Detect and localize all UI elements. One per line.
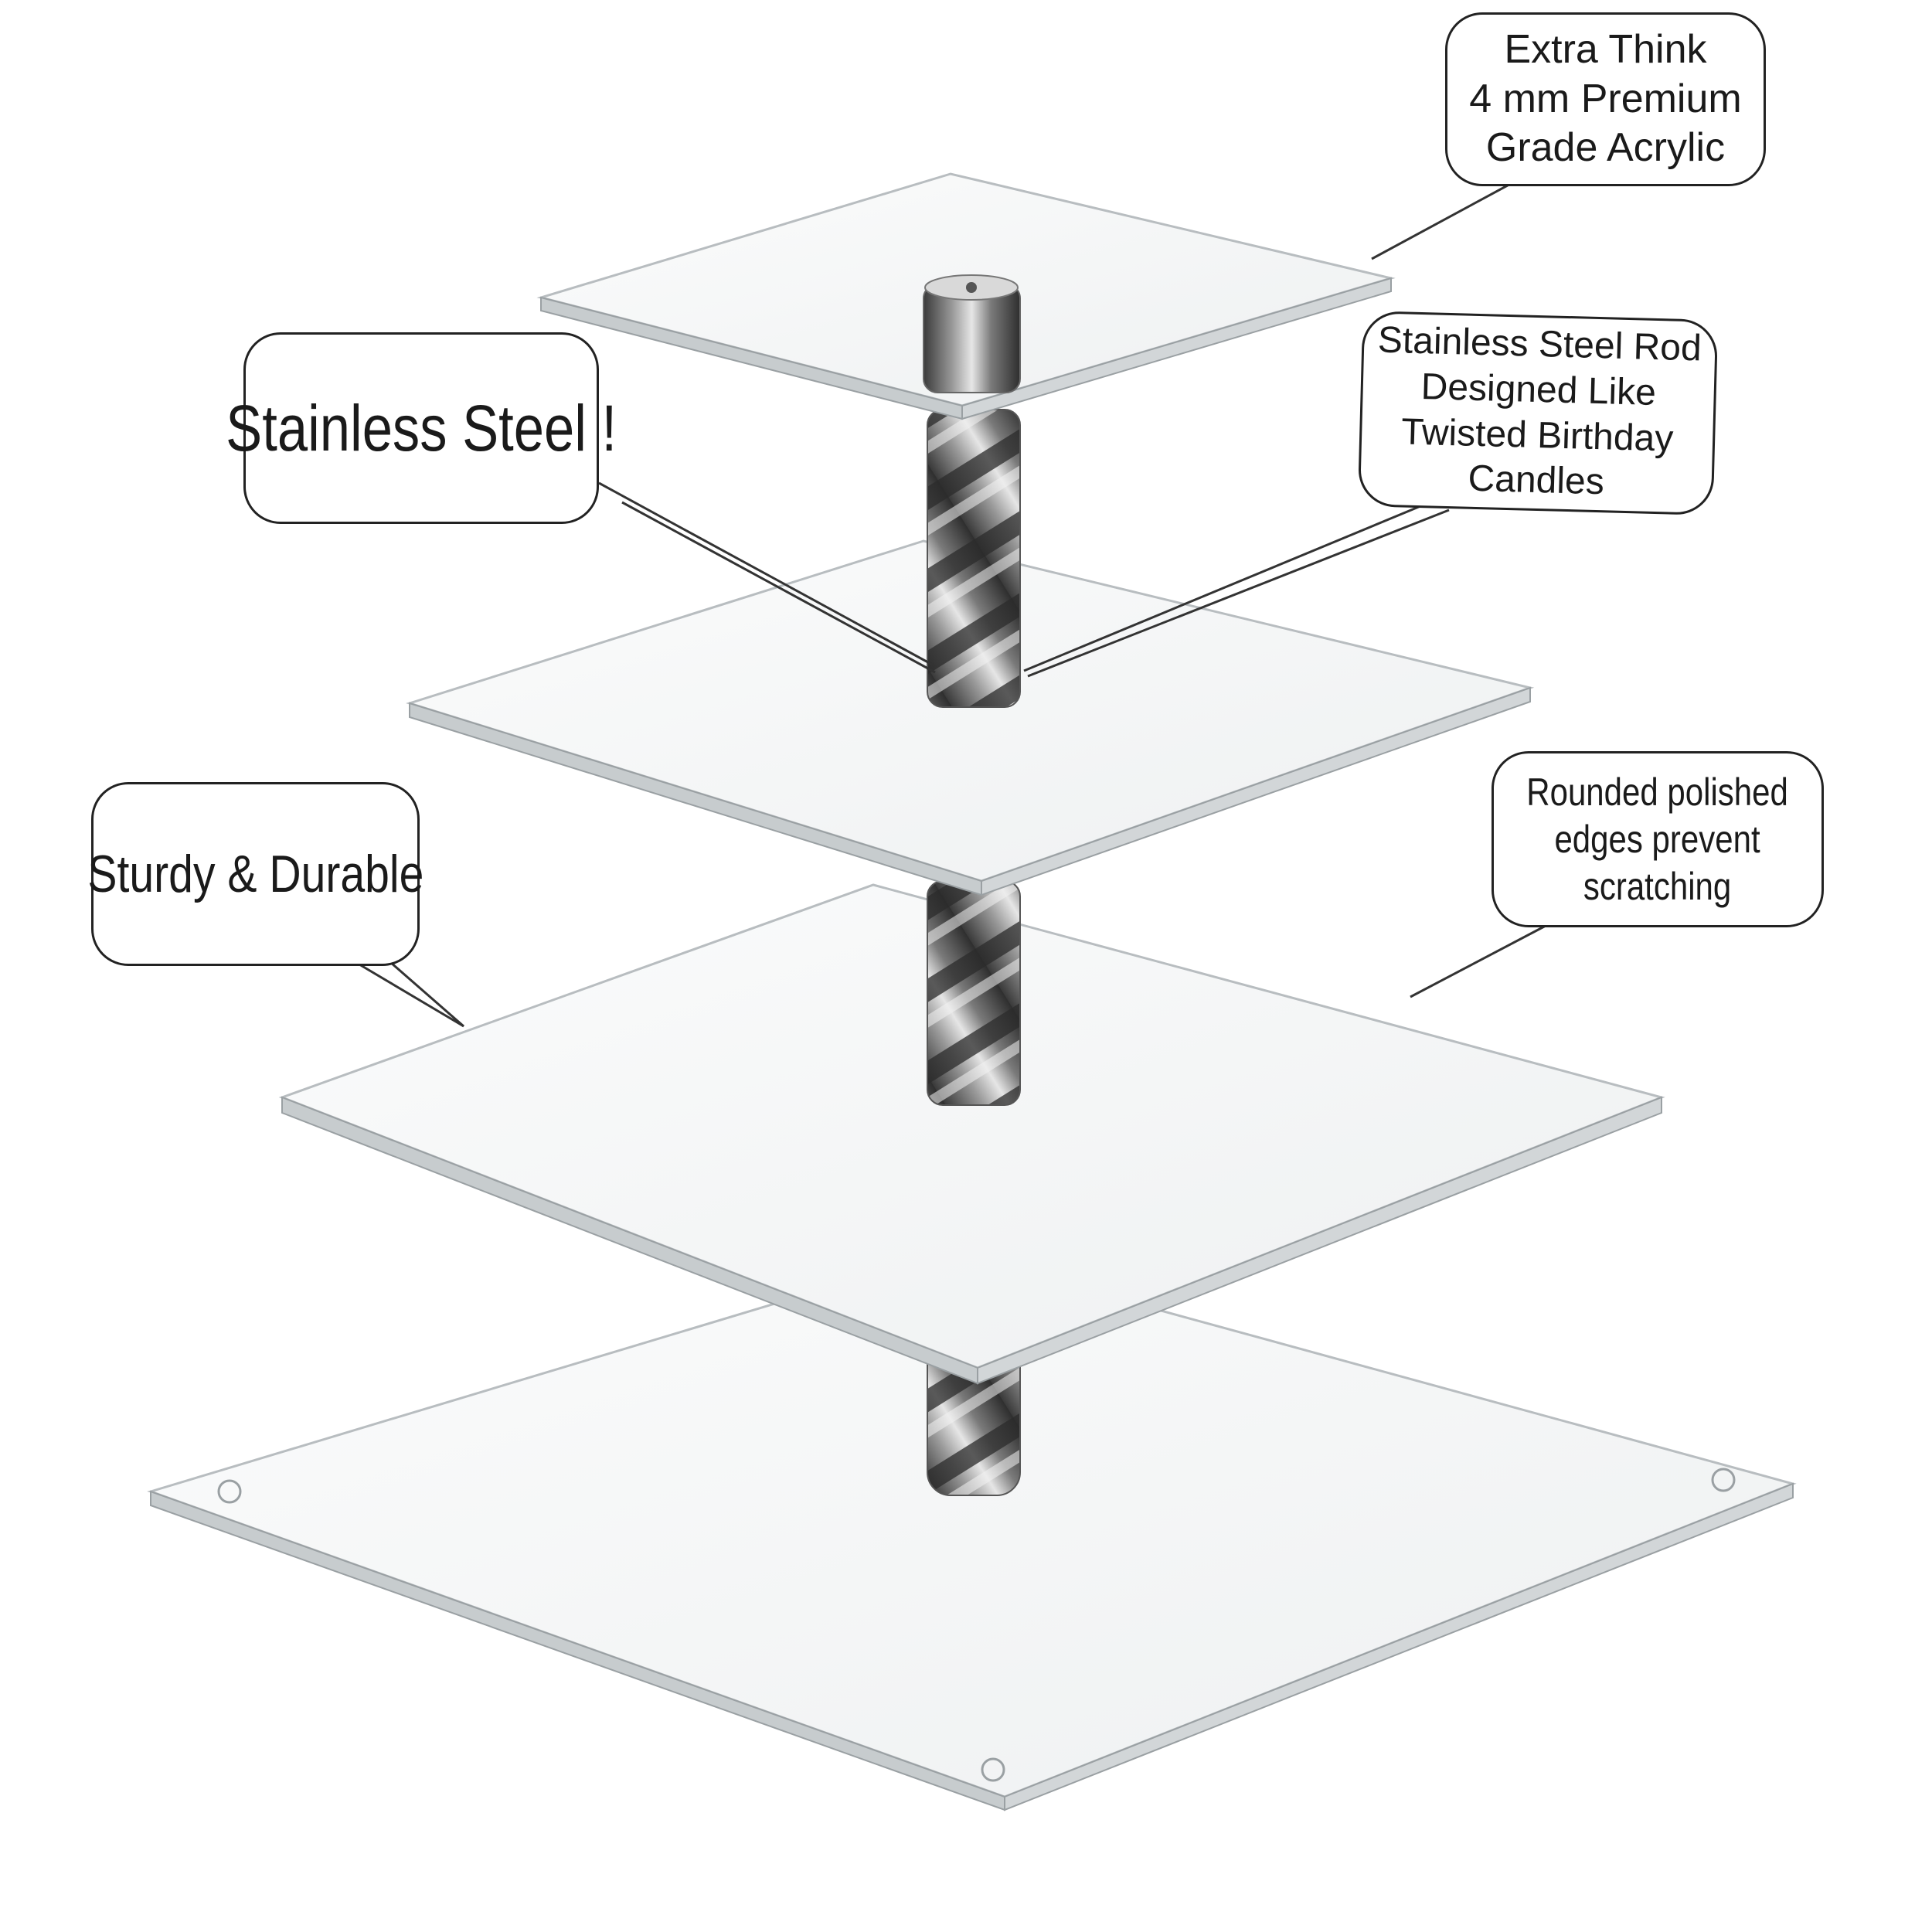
callout-stainless-steel: Stainless Steel ! xyxy=(226,332,617,524)
callout-rod-line-3: Twisted Birthday xyxy=(1400,410,1674,460)
leader-steel xyxy=(598,481,936,668)
callout-acrylic-thickness: Extra Think 4 mm Premium Grade Acrylic xyxy=(1445,12,1766,186)
callout-sturdy-text: Sturdy & Durable xyxy=(87,844,423,903)
steel-rod-segment-2 xyxy=(927,409,1021,708)
callout-rounded-edges: Rounded polished edges prevent scratchin… xyxy=(1492,751,1824,927)
callout-rod-line-1: Stainless Steel Rod xyxy=(1377,319,1702,369)
callout-edges-line-3: scratching xyxy=(1583,864,1732,908)
steel-rod-cap xyxy=(923,274,1021,393)
leader-acrylic xyxy=(1371,180,1515,260)
callout-twisted-rod: Stainless Steel Rod Designed Like Twiste… xyxy=(1357,311,1719,515)
callout-edges-line-1: Rounded polished xyxy=(1526,770,1789,814)
callout-sturdy-durable: Sturdy & Durable xyxy=(87,782,423,966)
acrylic-tier-2 xyxy=(405,539,1535,896)
leader-sturdy-2 xyxy=(389,961,464,1028)
callout-edges-line-2: edges prevent xyxy=(1554,817,1761,861)
callout-acrylic-line-3: Grade Acrylic xyxy=(1485,125,1726,171)
callout-leader-lines xyxy=(355,180,1546,1028)
leader-edges xyxy=(1410,924,1546,998)
callout-acrylic-line-2: 4 mm Premium xyxy=(1469,76,1742,121)
leader-sturdy xyxy=(355,961,464,1028)
callout-steel-text: Stainless Steel ! xyxy=(226,391,617,464)
acrylic-tier-3 xyxy=(278,883,1665,1385)
callout-rod-line-2: Designed Like xyxy=(1420,366,1657,413)
steel-rod-segment-3 xyxy=(927,880,1021,1106)
callout-rod-line-4: Candles xyxy=(1467,457,1605,503)
acrylic-tier-base xyxy=(147,1250,1797,1811)
leader-steel-2 xyxy=(621,501,936,674)
leader-rod-2 xyxy=(1027,509,1450,678)
callout-acrylic-line-1: Extra Think xyxy=(1504,27,1707,73)
leader-rod xyxy=(1023,501,1430,672)
